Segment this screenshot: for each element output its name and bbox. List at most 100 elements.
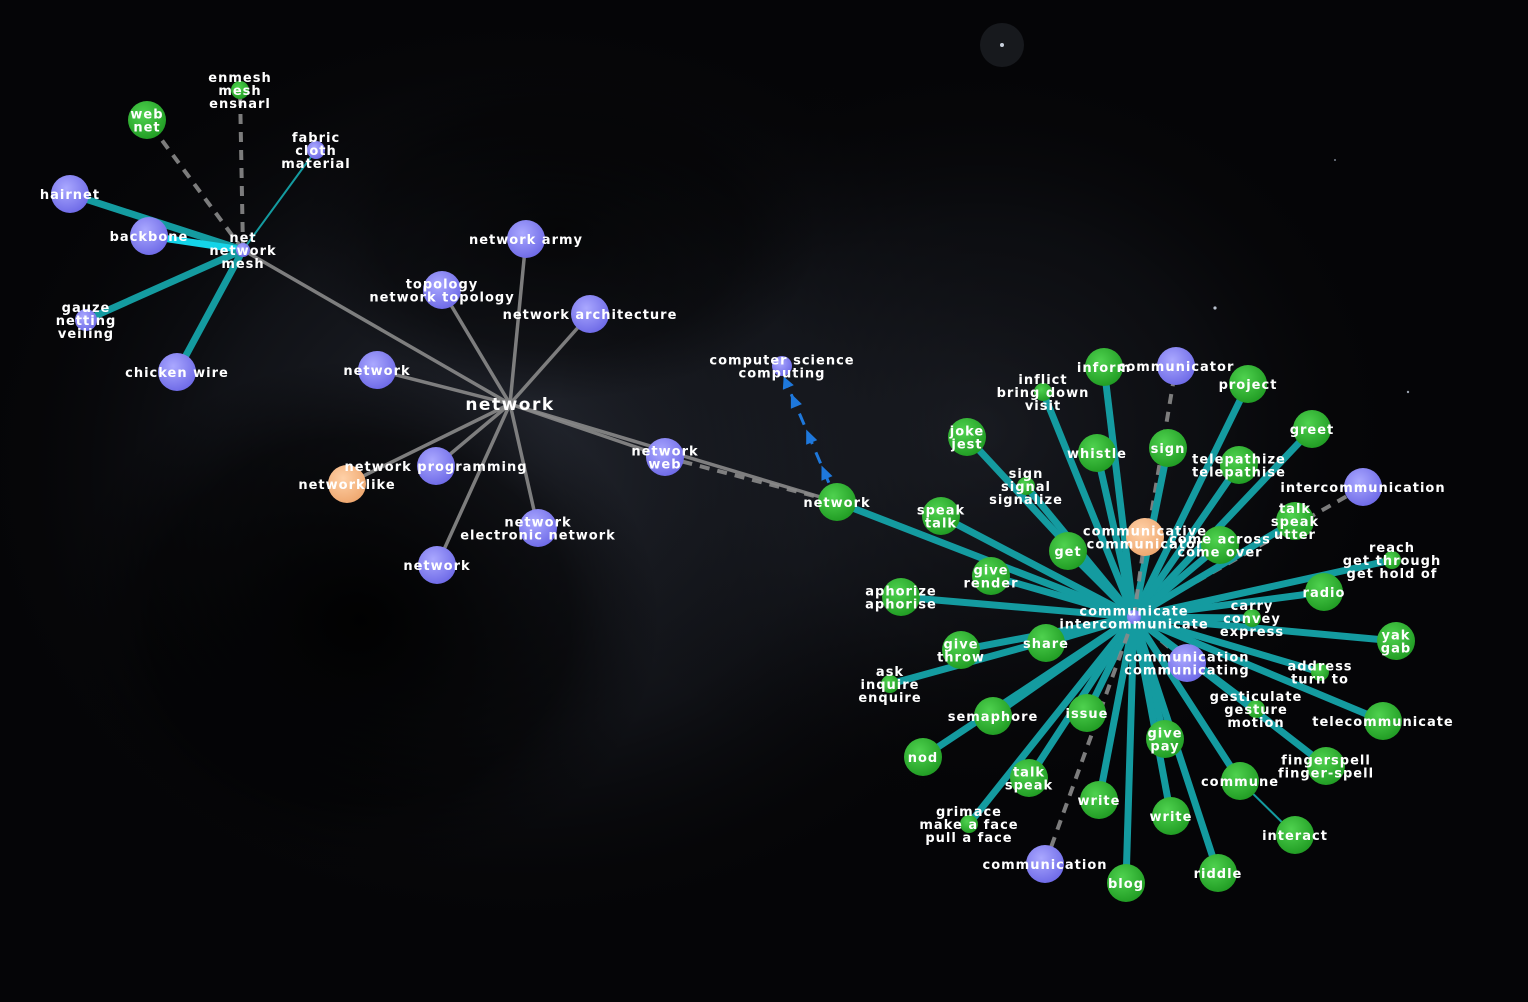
node-write2[interactable]: [1152, 797, 1190, 835]
node-get[interactable]: [1049, 532, 1087, 570]
node-networkweb[interactable]: [646, 438, 684, 476]
node-communication[interactable]: [1168, 644, 1206, 682]
node-givepay[interactable]: [1146, 720, 1184, 758]
node-gauze[interactable]: [75, 309, 97, 331]
node-cs[interactable]: [772, 356, 792, 376]
node-nod[interactable]: [904, 738, 942, 776]
arrowhead-1: [821, 465, 833, 481]
label-network_center: network: [465, 395, 554, 415]
node-talkspeak2[interactable]: [1010, 759, 1048, 797]
node-joke[interactable]: [948, 418, 986, 456]
node-gesticulate[interactable]: [1247, 700, 1265, 718]
link-communicate-to-give: [990, 572, 1135, 621]
node-electronic[interactable]: [519, 509, 557, 547]
label-backbone: backbone: [110, 230, 189, 245]
node-yak[interactable]: [1377, 622, 1415, 660]
node-commune[interactable]: [1221, 762, 1259, 800]
node-radio[interactable]: [1305, 573, 1343, 611]
node-networklike[interactable]: [328, 465, 366, 503]
node-speaktalk[interactable]: [922, 497, 960, 535]
node-enmesh[interactable]: [231, 81, 249, 99]
link-communicate-to-inform: [1100, 366, 1138, 618]
node-inflict[interactable]: [1034, 383, 1052, 401]
node-telecomm[interactable]: [1364, 702, 1402, 740]
node-network_l[interactable]: [358, 351, 396, 389]
node-give[interactable]: [972, 557, 1010, 595]
node-fabric[interactable]: [307, 141, 325, 159]
link-communicate-to-write1: [1095, 616, 1138, 801]
node-communicative[interactable]: [1126, 518, 1164, 556]
node-reach[interactable]: [1383, 551, 1401, 569]
arrowhead-2: [806, 429, 818, 445]
node-communication2[interactable]: [1026, 845, 1064, 883]
node-arch[interactable]: [571, 295, 609, 333]
node-write1[interactable]: [1080, 781, 1118, 819]
link-communicate-to-write2: [1130, 616, 1175, 817]
link-communicate-to-reach: [1133, 556, 1393, 621]
node-intercomm[interactable]: [1344, 468, 1382, 506]
node-signal[interactable]: [1017, 477, 1035, 495]
node-issue[interactable]: [1068, 694, 1106, 732]
node-grimace[interactable]: [960, 815, 978, 833]
node-ask[interactable]: [881, 675, 899, 693]
node-riddle[interactable]: [1199, 854, 1237, 892]
node-communicator[interactable]: [1157, 347, 1195, 385]
node-inform[interactable]: [1085, 348, 1123, 386]
link-net-to-fabric: [242, 149, 317, 251]
label-blog: blog: [1108, 877, 1144, 892]
label-radio: radio: [1303, 586, 1346, 601]
label-programming: network programming: [344, 460, 527, 475]
node-whistle[interactable]: [1078, 434, 1116, 472]
node-sign[interactable]: [1149, 429, 1187, 467]
node-hairnet[interactable]: [51, 175, 89, 213]
label-interact: interact: [1262, 829, 1328, 844]
link-communicate-to-grimace: [966, 614, 1137, 827]
label-write1: write: [1078, 794, 1121, 809]
label-chickenwire: chicken wire: [125, 366, 229, 381]
node-net[interactable]: [236, 243, 250, 257]
node-webnet[interactable]: [128, 101, 166, 139]
node-address[interactable]: [1311, 663, 1329, 681]
node-communicate[interactable]: [1127, 610, 1141, 624]
label-get: get: [1054, 545, 1081, 560]
node-army[interactable]: [507, 220, 545, 258]
node-comeacross[interactable]: [1201, 526, 1239, 564]
label-inform: inform: [1077, 361, 1131, 376]
node-semaphore[interactable]: [974, 697, 1012, 735]
node-topology[interactable]: [423, 271, 461, 309]
node-fingerspell[interactable]: [1307, 747, 1345, 785]
node-carry[interactable]: [1243, 609, 1261, 627]
node-programming[interactable]: [417, 447, 455, 485]
node-talkspeak[interactable]: [1276, 502, 1314, 540]
node-greet[interactable]: [1293, 410, 1331, 448]
node-blog[interactable]: [1107, 864, 1145, 902]
node-aphorize[interactable]: [882, 578, 920, 616]
node-project[interactable]: [1229, 365, 1267, 403]
node-network_b[interactable]: [418, 546, 456, 584]
nodes-layer[interactable]: [51, 81, 1415, 902]
node-interact[interactable]: [1276, 816, 1314, 854]
node-telepathize[interactable]: [1220, 446, 1258, 484]
node-network_g[interactable]: [818, 483, 856, 521]
link-communicate-to-greet: [1131, 426, 1315, 620]
node-givethrow[interactable]: [942, 631, 980, 669]
node-share[interactable]: [1027, 624, 1065, 662]
label-network_g: network: [803, 496, 870, 511]
node-chickenwire[interactable]: [158, 353, 196, 391]
link-communicate-to-telepathize: [1131, 463, 1242, 619]
node-backbone[interactable]: [130, 217, 168, 255]
